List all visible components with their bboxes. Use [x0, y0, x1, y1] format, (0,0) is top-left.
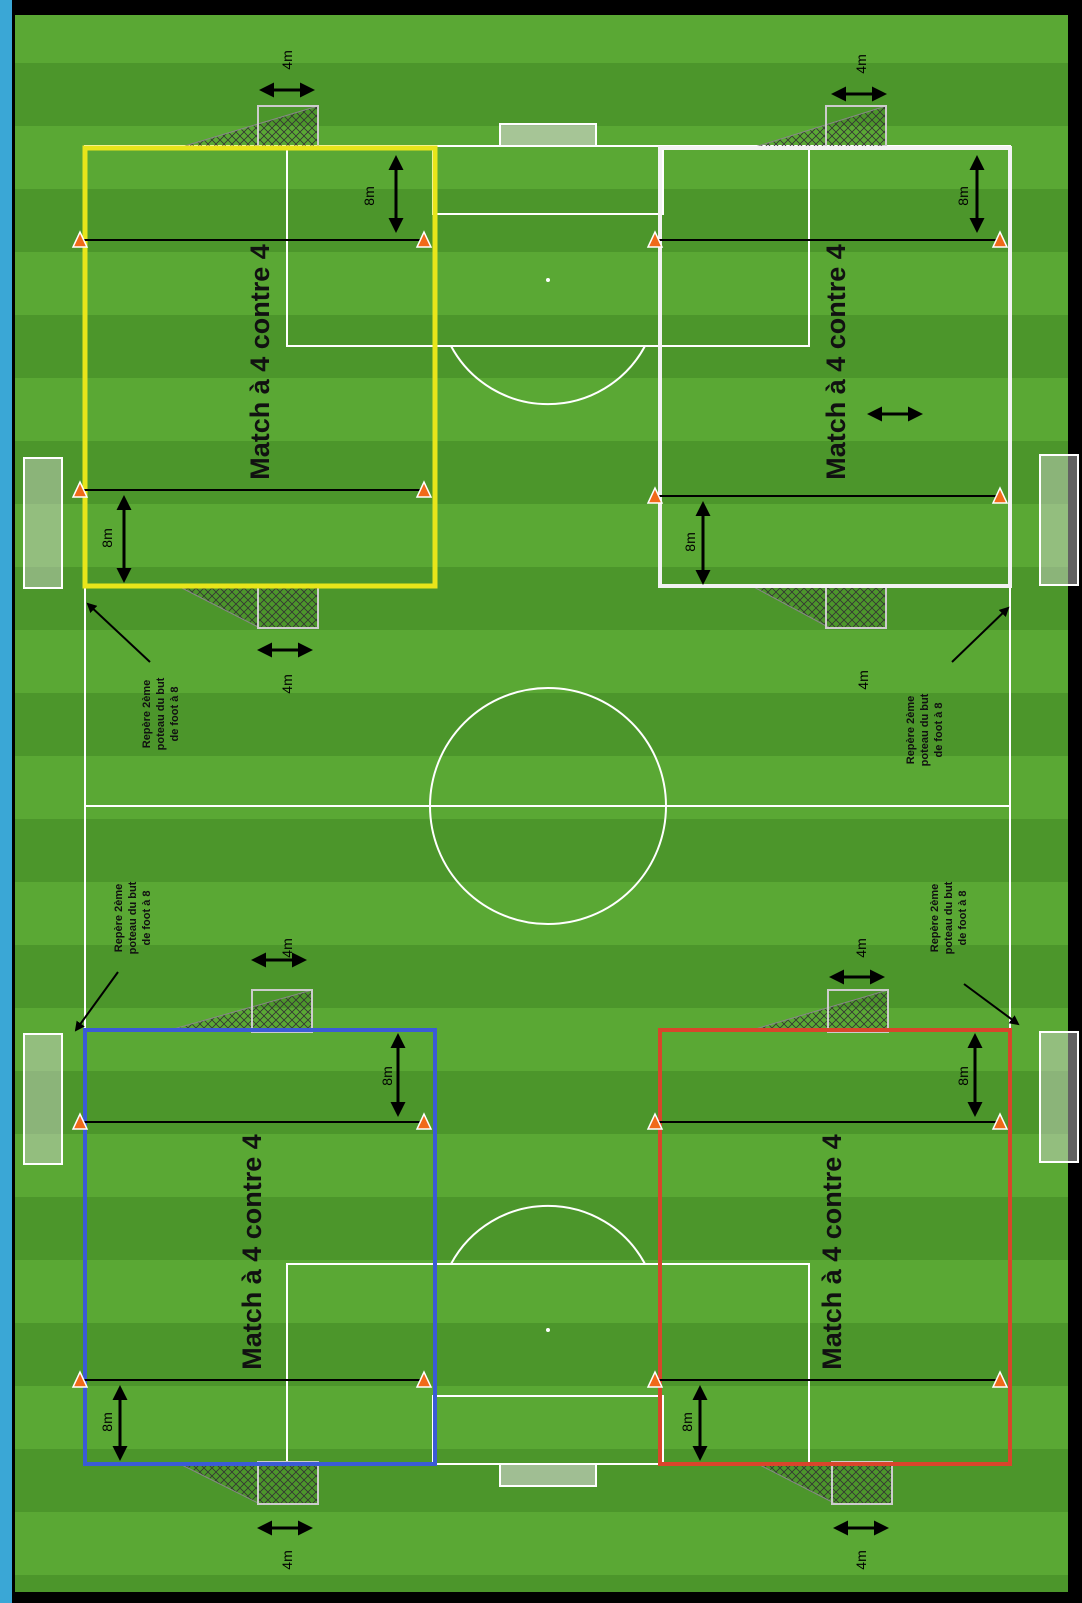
right-goal-top — [1040, 455, 1078, 585]
label-4m: 4m — [853, 1550, 869, 1569]
label-8m: 8m — [682, 532, 698, 551]
label-8m: 8m — [99, 1412, 115, 1431]
label-4m: 4m — [279, 50, 295, 69]
label-4m: 4m — [853, 54, 869, 73]
marker-note: Repère 2ème poteau du but de foot à 8 — [113, 881, 153, 954]
top-big-goal — [500, 124, 596, 146]
marker-note-line: Repère 2ème — [929, 884, 941, 953]
left-goal-bottom — [24, 1034, 62, 1164]
label-8m: 8m — [955, 186, 971, 205]
marker-note: Repère 2ème poteau du but de foot à 8 — [929, 881, 969, 954]
label-8m: 8m — [955, 1066, 971, 1085]
marker-note-line: Repère 2ème — [905, 696, 917, 765]
zone-title-top-left: Match à 4 contre 4 — [245, 244, 275, 480]
label-8m: 8m — [361, 186, 377, 205]
marker-note-line: Repère 2ème — [113, 884, 125, 953]
label-4m: 4m — [279, 938, 295, 957]
top-penalty-spot — [546, 278, 550, 282]
marker-note-line: Repère 2ème — [141, 680, 153, 749]
label-8m: 8m — [99, 528, 115, 547]
zone-title-bottom-left: Match à 4 contre 4 — [237, 1134, 267, 1370]
label-4m: 4m — [853, 938, 869, 957]
marker-note-line: de foot à 8 — [933, 702, 945, 757]
zone-title-bottom-right: Match à 4 contre 4 — [817, 1134, 847, 1370]
marker-note-line: poteau du but — [155, 677, 167, 750]
marker-note-line: de foot à 8 — [141, 890, 153, 945]
label-4m: 4m — [855, 670, 871, 689]
bottom-big-goal — [500, 1464, 596, 1486]
marker-note: Repère 2ème poteau du but de foot à 8 — [905, 693, 945, 766]
grass — [15, 15, 1068, 1592]
label-8m: 8m — [679, 1412, 695, 1431]
marker-note-line: poteau du but — [943, 881, 955, 954]
label-8m: 8m — [379, 1066, 395, 1085]
right-goal-bottom — [1040, 1032, 1078, 1162]
bottom-penalty-spot — [546, 1328, 550, 1332]
marker-note: Repère 2ème poteau du but de foot à 8 — [141, 677, 181, 750]
zone-title-top-right: Match à 4 contre 4 — [821, 244, 851, 480]
left-goal-top — [24, 458, 62, 588]
marker-note-line: de foot à 8 — [957, 890, 969, 945]
label-4m: 4m — [279, 1550, 295, 1569]
marker-note-line: poteau du but — [127, 881, 139, 954]
marker-note-line: de foot à 8 — [169, 686, 181, 741]
label-4m: 4m — [279, 674, 295, 693]
marker-note-line: poteau du but — [919, 693, 931, 766]
